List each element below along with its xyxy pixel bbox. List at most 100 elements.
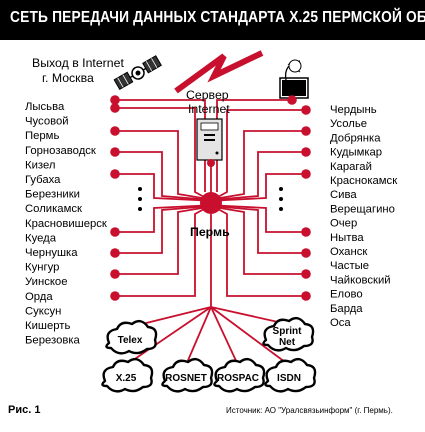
right-branch-node — [301, 248, 311, 258]
server-node — [207, 159, 215, 167]
left-city-label: Пермь — [25, 130, 59, 142]
source-note: Источник: АО "Уралсвязьинформ" (г. Пермь… — [226, 406, 393, 415]
right-branch-wire — [216, 130, 306, 200]
left-city-label: Кунгур — [25, 262, 59, 274]
ellipsis-right — [279, 187, 283, 211]
right-branch-wire — [216, 205, 306, 254]
left-branch-wire — [115, 206, 206, 275]
internet-wire — [115, 99, 206, 192]
ellipsis-left — [138, 187, 142, 211]
left-city-label: Соликамск — [25, 203, 82, 215]
server-label-line2: Internet — [188, 102, 230, 116]
network-label: Net — [279, 337, 296, 348]
left-branch-node — [110, 169, 120, 179]
dish-node — [287, 95, 297, 105]
right-branch-node — [301, 269, 311, 279]
left-branch-node — [110, 248, 120, 258]
connection-lines — [115, 99, 306, 366]
right-city-label: Краснокамск — [330, 175, 397, 187]
right-branch-node — [301, 169, 311, 179]
cloud-icon: Telex — [105, 319, 158, 355]
right-city-label: Барда — [330, 303, 363, 315]
left-city-label: Кизел — [25, 159, 55, 171]
left-branch-node — [110, 291, 120, 301]
right-city-label: Сива — [330, 189, 357, 201]
left-city-label: Чусовой — [25, 116, 69, 128]
left-city-label: Березники — [25, 189, 80, 201]
right-city-label: Чердынь — [330, 104, 377, 116]
network-label: X.25 — [116, 373, 137, 384]
left-branch-wire — [115, 207, 206, 297]
hub-node-perm — [200, 192, 222, 214]
network-wire — [210, 306, 239, 366]
right-city-label: Елово — [330, 289, 363, 301]
right-city-label: Кудымкар — [330, 147, 382, 159]
network-wire — [210, 306, 288, 325]
right-branch-wire — [216, 206, 306, 275]
cloud-icon: ROSPAC — [213, 357, 266, 393]
network-label: Sprint — [273, 326, 303, 337]
right-branch-wire — [216, 151, 306, 201]
left-branch-node — [110, 126, 120, 136]
satellite-icon — [113, 55, 162, 91]
figure-label: Рис. 1 — [8, 404, 40, 416]
left-city-label: Орда — [25, 291, 53, 303]
server-label-line1: Сервер — [186, 88, 229, 102]
right-city-label: Карагай — [330, 161, 372, 173]
left-city-label: Березовка — [25, 335, 81, 347]
right-branch-node — [301, 291, 311, 301]
left-branch-node — [110, 147, 120, 157]
internet-node — [110, 95, 120, 105]
left-city-label: Суксун — [25, 305, 61, 317]
right-city-label: Чайковский — [330, 274, 391, 286]
left-city-label: Красновишерск — [25, 218, 107, 230]
network-wire — [185, 306, 212, 366]
left-branch-wire — [115, 205, 206, 254]
left-branch-wire — [115, 130, 206, 200]
internet-exit-line1: Выход в Internet — [32, 56, 124, 70]
right-branch-wire — [216, 204, 306, 233]
right-city-label: Добрянка — [330, 132, 381, 144]
cloud-icon: X.25 — [101, 357, 154, 393]
network-wire — [210, 306, 290, 366]
network-label: ISDN — [277, 373, 301, 384]
left-branch-node — [110, 269, 120, 279]
right-city-label: Очер — [330, 218, 357, 230]
left-city-label: Губаха — [25, 174, 61, 186]
right-city-label: Усолье — [330, 118, 367, 130]
dish-wire — [216, 99, 292, 192]
cloud-icon: ISDN — [264, 357, 317, 393]
left-city-label: Уинское — [25, 276, 68, 288]
left-city-label: Куеда — [25, 232, 57, 244]
right-branch-node — [301, 147, 311, 157]
left-branch-node — [110, 103, 120, 113]
page-title: СЕТЬ ПЕРЕДАЧИ ДАННЫХ СТАНДАРТА Х.25 ПЕРМ… — [10, 9, 425, 26]
right-branch-node — [301, 105, 311, 115]
right-branch-wire — [216, 207, 306, 297]
right-city-label: Верещагино — [330, 203, 395, 215]
internet-exit-line2: г. Москва — [42, 71, 94, 85]
right-city-label: Оса — [330, 317, 351, 329]
title-bar: СЕТЬ ПЕРЕДАЧИ ДАННЫХ СТАНДАРТА Х.25 ПЕРМ… — [0, 0, 425, 40]
network-label: Telex — [118, 335, 143, 346]
lightning-icon — [174, 50, 264, 94]
right-city-label: Частые — [330, 260, 369, 272]
right-city-label: Нытва — [330, 232, 364, 244]
left-branch-wire — [115, 107, 206, 199]
left-city-label: Кишерть — [25, 320, 70, 332]
dish-antenna-icon — [279, 59, 309, 99]
left-city-label: Чернушка — [25, 247, 78, 259]
left-branch-node — [110, 227, 120, 237]
left-city-label: Лысьва — [25, 101, 65, 113]
left-city-label: Горнозаводск — [25, 145, 96, 157]
left-branch-wire — [115, 173, 206, 202]
left-branch-wire — [115, 151, 206, 201]
right-branch-node — [301, 126, 311, 136]
server-icon — [196, 118, 223, 161]
cloud-icon: ROSNET — [161, 357, 214, 393]
right-city-label: Оханск — [330, 246, 367, 258]
right-branch-wire — [216, 109, 306, 199]
